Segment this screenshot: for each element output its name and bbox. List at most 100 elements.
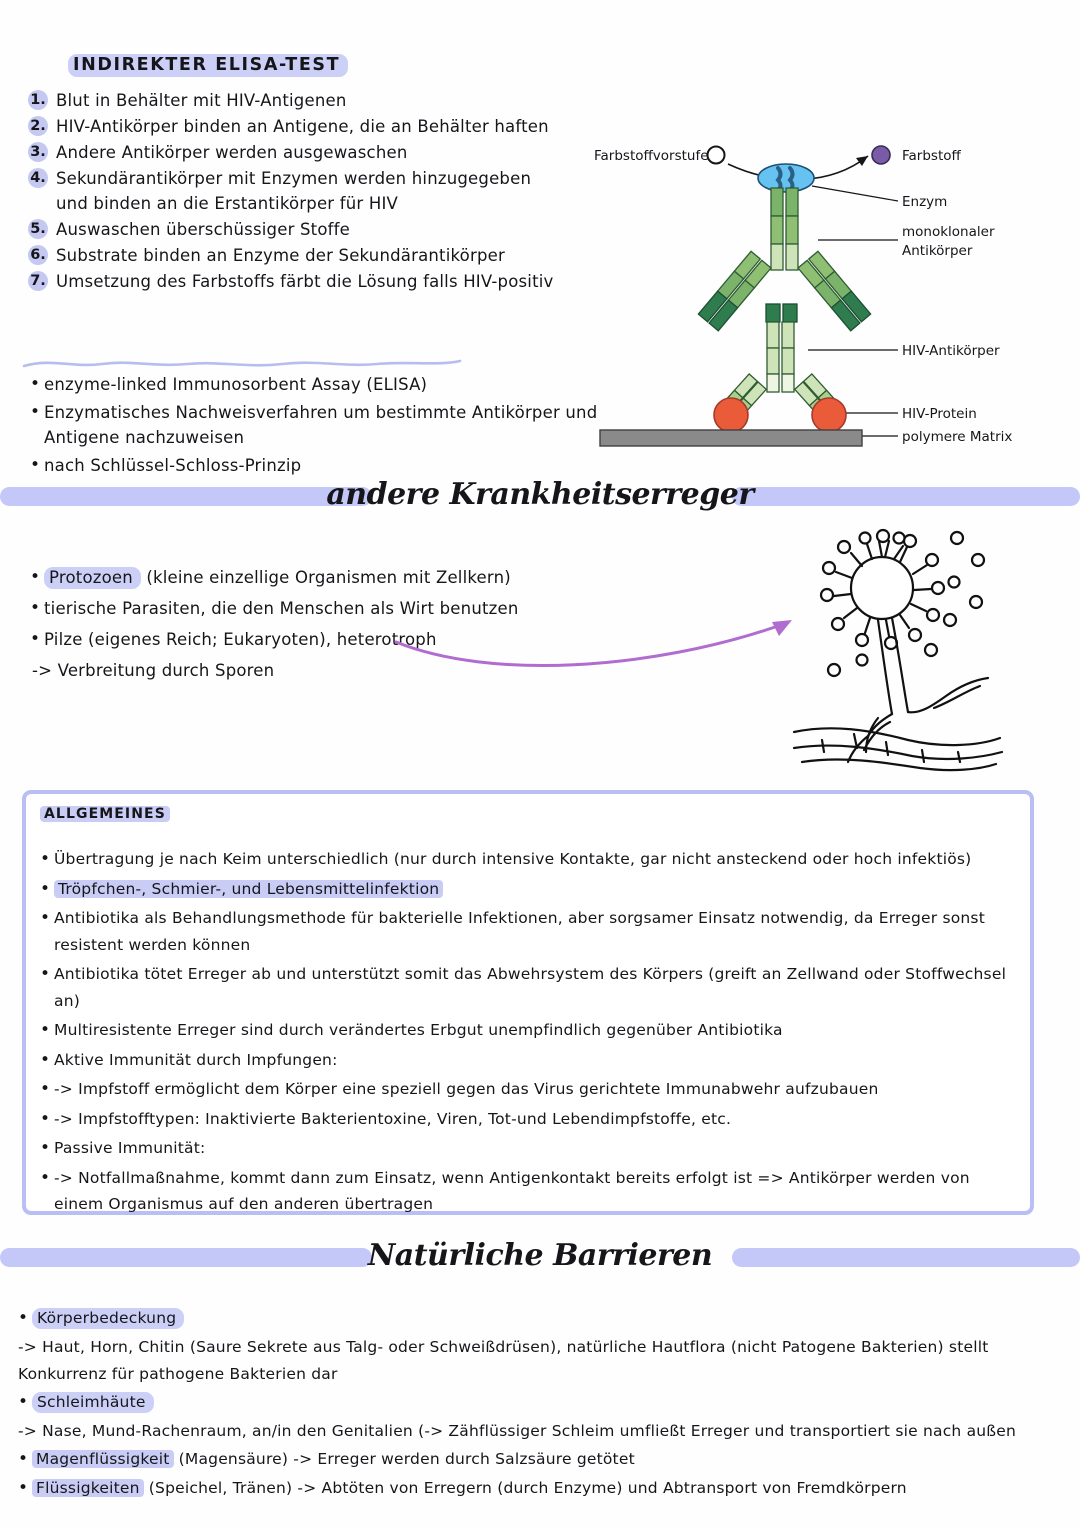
- list-item: • enzyme-linked Immunosorbent Assay (ELI…: [30, 372, 650, 398]
- list-item: • tierische Parasiten, die den Menschen …: [30, 594, 550, 623]
- label-polymer-matrix: polymere Matrix: [902, 429, 1012, 445]
- list-item: • -> Impfstofftypen: Inaktivierte Bakter…: [40, 1106, 1015, 1133]
- label-hiv-protein: HIV-Protein: [902, 406, 977, 422]
- list-item: • Übertragung je nach Keim unterschiedli…: [40, 846, 1015, 873]
- label-monoclonal-antibody-line2: Antikörper: [902, 243, 973, 259]
- list-item: • -> Impfstoff ermöglicht dem Körper ein…: [40, 1076, 1015, 1103]
- banner-bar-right: [732, 1248, 1080, 1267]
- hiv-protein-icon: [811, 397, 847, 433]
- list-item: • Magenflüssigkeit (Magensäure) -> Erreg…: [18, 1446, 1068, 1473]
- list-item: • Flüssigkeiten (Speichel, Tränen) -> Ab…: [18, 1475, 1068, 1502]
- list-item: • Protozoen (kleine einzellige Organisme…: [30, 563, 550, 592]
- list-item: • Multiresistente Erreger sind durch ver…: [40, 1017, 1015, 1044]
- bullet-dot: •: [18, 1308, 29, 1328]
- barrier-keyword: Magenflüssigkeit: [32, 1450, 174, 1468]
- list-item: 2. HIV-Antikörper binden an Antigene, di…: [28, 114, 568, 139]
- step-number: 1.: [28, 90, 48, 110]
- general-info-list: • Übertragung je nach Keim unterschiedli…: [40, 846, 1015, 1221]
- general-bullet-text: Übertragung je nach Keim unterschiedlich…: [54, 850, 972, 868]
- list-item: • Antibiotika tötet Erreger ab und unter…: [40, 961, 1015, 1014]
- list-item: 4. Sekundärantikörper mit Enzymen werden…: [28, 166, 568, 216]
- list-item: 3. Andere Antikörper werden ausgewaschen: [28, 140, 568, 165]
- bullet-dot: •: [40, 1049, 51, 1070]
- general-info-box: ALLGEMEINES • Übertragung je nach Keim u…: [22, 790, 1034, 1215]
- general-bullet-text: Tröpfchen-, Schmier-, und Lebensmittelin…: [54, 876, 444, 903]
- list-item: • Tröpfchen-, Schmier-, und Lebensmittel…: [40, 876, 1015, 903]
- step-text: Andere Antikörper werden ausgewaschen: [56, 143, 408, 162]
- barriers-list: • Körperbedeckung -> Haut, Horn, Chitin …: [18, 1305, 1068, 1504]
- step-number: 3.: [28, 142, 48, 162]
- wavy-divider: [22, 359, 462, 368]
- page-title-text: INDIREKTER ELISA-TEST: [68, 54, 349, 77]
- list-item: • Aktive Immunität durch Impfungen:: [40, 1047, 1015, 1074]
- section-title: andere Krankheitserreger: [326, 477, 754, 512]
- list-item: • Körperbedeckung: [18, 1305, 1068, 1332]
- list-item: • Antibiotika als Behandlungsmethode für…: [40, 905, 1015, 958]
- bullet-dot: •: [18, 1392, 29, 1412]
- list-item: • Schleimhäute: [18, 1389, 1068, 1416]
- pathogen-text: Pilze (eigenes Reich; Eukaryoten), heter…: [44, 630, 437, 649]
- general-bullet-text: -> Impfstofftypen: Inaktivierte Bakterie…: [54, 1109, 732, 1128]
- pointer-arrow-icon: [394, 620, 792, 667]
- hiv-protein-icon: [713, 397, 749, 433]
- general-bullet-text: Antibiotika als Behandlungsmethode für b…: [54, 909, 985, 954]
- bullet-dot: •: [30, 598, 41, 618]
- list-item: • Pilze (eigenes Reich; Eukaryoten), het…: [30, 625, 550, 654]
- general-bullet-text: Aktive Immunität durch Impfungen:: [54, 1050, 338, 1069]
- bullet-dot: •: [30, 374, 41, 394]
- note-text: nach Schlüssel-Schloss-Prinzip: [44, 455, 302, 475]
- bullet-dot: •: [40, 964, 51, 984]
- bullet-dot: •: [40, 1079, 51, 1099]
- label-dye-precursor: Farbstoffvorstufe: [594, 148, 709, 164]
- barrier-keyword: Schleimhäute: [32, 1392, 154, 1413]
- bullet-dot: •: [40, 1020, 51, 1040]
- elisa-diagram: Farbstoffvorstufe Farbstoff Enzym monokl…: [580, 128, 1080, 458]
- banner-bar-left: [0, 487, 372, 506]
- label-monoclonal-antibody-line1: monoklonaler: [902, 224, 995, 240]
- pathogen-text: Protozoen (kleine einzellige Organismen …: [44, 563, 511, 592]
- bullet-dot: •: [30, 401, 41, 422]
- barrier-detail: -> Nase, Mund-Rachenraum, an/in den Geni…: [18, 1422, 1017, 1440]
- step-number: 7.: [28, 271, 48, 291]
- polymer-matrix-bar: [599, 429, 863, 447]
- label-enzyme: Enzym: [902, 194, 947, 210]
- step-number: 6.: [28, 245, 48, 265]
- step-text: Blut in Behälter mit HIV-Antigenen: [56, 91, 347, 110]
- barrier-text: Magenflüssigkeit (Magensäure) -> Erreger…: [32, 1446, 635, 1473]
- bullet-dot: •: [30, 454, 41, 475]
- list-item: 7. Umsetzung des Farbstoffs färbt die Lö…: [28, 269, 568, 294]
- pathogen-text: tierische Parasiten, die den Menschen al…: [44, 599, 519, 618]
- step-text: Umsetzung des Farbstoffs färbt die Lösun…: [56, 272, 554, 291]
- general-bullet-text: Passive Immunität:: [54, 1139, 206, 1157]
- list-item: • Passive Immunität:: [40, 1135, 1015, 1162]
- barrier-detail: (Speichel, Tränen) -> Abtöten von Errege…: [148, 1479, 907, 1497]
- bullet-dot: •: [18, 1449, 29, 1469]
- dye-precursor-icon: [706, 145, 726, 165]
- list-item: • nach Schlüssel-Schloss-Prinzip: [30, 453, 650, 479]
- list-item: 5. Auswaschen überschüssiger Stoffe: [28, 217, 568, 242]
- dye-icon: [871, 145, 891, 165]
- general-info-title: ALLGEMEINES: [40, 806, 170, 822]
- section-title: Natürliche Barrieren: [367, 1238, 713, 1273]
- bullet-dot: •: [18, 1478, 29, 1498]
- bullet-dot: •: [30, 629, 41, 649]
- barrier-keyword: Flüssigkeiten: [32, 1479, 144, 1497]
- general-bullet-text: -> Impfstoff ermöglicht dem Körper eine …: [54, 1080, 879, 1098]
- barrier-text: Schleimhäute: [32, 1389, 154, 1416]
- bullet-dot: •: [40, 1108, 51, 1129]
- label-dye: Farbstoff: [902, 148, 962, 164]
- banner-bar-left: [0, 1248, 372, 1267]
- step-text: Sekundärantikörper mit Enzymen werden hi…: [56, 169, 532, 213]
- pathogen-detail: (kleine einzellige Organismen mit Zellke…: [146, 568, 511, 587]
- list-item: • -> Notfallmaßnahme, kommt dann zum Ein…: [40, 1165, 1015, 1218]
- general-bullet-text: Antibiotika tötet Erreger ab und unterst…: [54, 965, 1007, 1010]
- step-number: 4.: [28, 168, 48, 188]
- section-banner-barriers: Natürliche Barrieren: [0, 1232, 1080, 1280]
- list-item: 6. Substrate binden an Enzyme der Sekund…: [28, 243, 568, 268]
- pathogen-list: • Protozoen (kleine einzellige Organisme…: [30, 563, 550, 685]
- spores-note: -> Verbreitung durch Sporen: [32, 661, 275, 680]
- general-info-title-text: ALLGEMEINES: [40, 806, 170, 822]
- elisa-steps-list: 1. Blut in Behälter mit HIV-Antigenen 2.…: [28, 88, 568, 295]
- barrier-text: Flüssigkeiten (Speichel, Tränen) -> Abtö…: [32, 1475, 907, 1502]
